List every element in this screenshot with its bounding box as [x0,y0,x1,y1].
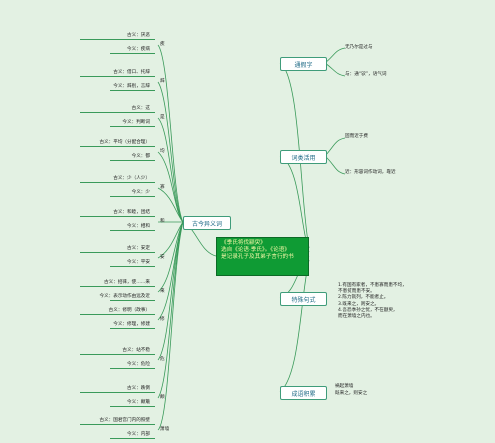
ancient-meaning: 古义：借口、托辞 [113,70,150,75]
ancient-meaning: 古义：厌恶 [127,33,150,38]
left-group-label: 和 [160,219,165,224]
left-group-label: 疾 [160,42,165,47]
note-line: 3.既来之，则安之。 [338,301,380,307]
topic-label: 成语积累 [291,390,316,398]
topic-cileihuoyong[interactable]: 词类活用 [280,150,327,164]
modern-meaning: 今义：疾病 [127,47,150,52]
topic-tongjiazi[interactable]: 通假字 [280,57,327,71]
ancient-meaning: 古义：平均（分配合理） [99,140,150,145]
left-group-label: 修 [160,317,165,322]
topic-detail: 祸起萧墙 [335,384,354,389]
modern-meaning: 今义：表示动作由远及近 [99,294,150,299]
left-hub-label: 古今异义词 [191,220,222,228]
topic-chengyu[interactable]: 成语积累 [280,386,327,400]
center-line-1: 《季氏将伐颛臾》 [221,240,266,246]
underline [80,216,155,217]
left-group-label: 辞 [160,79,165,84]
underline [80,392,155,393]
note-line: 1.有国有家者，不患寡而患不均， [338,283,407,288]
left-group-label: 萧墙 [160,427,170,432]
note-line: 4.吾恐季孙之忧，不在颛臾， [338,307,398,313]
modern-meaning: 今义：颠簸 [127,400,150,405]
left-hub-node[interactable]: 古今异义词 [183,216,231,230]
ancient-meaning: 古义：站不稳 [122,348,150,353]
topic-detail: 无乃尔是过与 [345,45,373,50]
underline [80,112,155,113]
underline [110,230,155,231]
modern-meaning: 今义：少 [131,190,150,195]
modern-meaning: 今义：相和 [127,224,150,229]
underline [80,286,155,287]
topic-label: 特殊句式 [291,296,316,304]
underline [80,354,155,355]
underline [110,90,155,91]
topic-teshujushi[interactable]: 特殊句式 [280,292,327,306]
underline [110,328,155,329]
left-group-label: 均 [160,149,165,154]
underline [80,76,155,77]
center-line-2: 选自《论语·季氏》。《论语》 [221,247,290,253]
left-group-label: 寡 [160,185,165,190]
underline [110,300,155,301]
topic-notes: 1.有国有家者，不患寡而患不均， 不患贫而患不安。 2.陈力就列，不能者止。 3… [338,283,407,320]
modern-meaning: 今义：内部 [127,432,150,437]
left-group-label: 危 [160,357,165,362]
left-group-label: 是 [160,115,165,120]
underline [80,182,155,183]
modern-meaning: 今义：平安 [127,260,150,265]
left-group-label: 来 [160,289,165,294]
note-line: 而在萧墙之内也。 [338,314,375,320]
modern-meaning: 今义：判断词 [122,120,150,125]
underline [110,196,155,197]
topic-detail: 近：形容词作动词，靠近 [345,170,396,175]
ancient-meaning: 古义：修明（政事） [108,308,150,313]
topic-detail: 与：通“欤”，语气词 [345,72,387,77]
ancient-meaning: 古义：国君宫门内的照壁 [99,418,150,423]
left-group-label: 安 [160,255,165,260]
center-line-3: 是记录孔子及其弟子言行的书 [221,254,294,260]
ancient-meaning: 古义：安定 [127,246,150,251]
underline [80,314,155,315]
ancient-meaning: 古义：和睦，团结 [113,210,150,215]
underline [110,266,155,267]
center-node[interactable]: 《季氏将伐颛臾》 选自《论语·季氏》。《论语》 是记录孔子及其弟子言行的书 [216,237,309,276]
underline [110,160,155,161]
note-line: 不患贫而患不安。 [338,289,375,295]
note-line: 2.陈力就列，不能者止。 [338,295,389,301]
modern-meaning: 今义：辞别，言辞 [113,84,150,89]
topic-label: 通假字 [294,61,313,69]
modern-meaning: 今义：修理，修建 [113,322,150,327]
underline [110,368,155,369]
ancient-meaning: 古义：少（人少） [113,176,150,181]
underline [80,146,155,147]
ancient-meaning: 古义：这 [131,106,150,111]
topic-detail: 固而近于费 [345,134,368,139]
underline [110,126,155,127]
underline [80,39,155,40]
topic-detail: 既来之，则安之 [335,391,368,396]
modern-meaning: 今义：都 [131,154,150,159]
topic-label: 词类活用 [291,154,316,162]
left-group-label: 颠 [160,395,165,400]
ancient-meaning: 古义：招徕，使……来 [104,280,150,285]
underline [110,406,155,407]
ancient-meaning: 古义：跌倒 [127,386,150,391]
underline [80,424,155,425]
underline [80,252,155,253]
modern-meaning: 今义：危险 [127,362,150,367]
underline [110,53,155,54]
underline [110,438,155,439]
